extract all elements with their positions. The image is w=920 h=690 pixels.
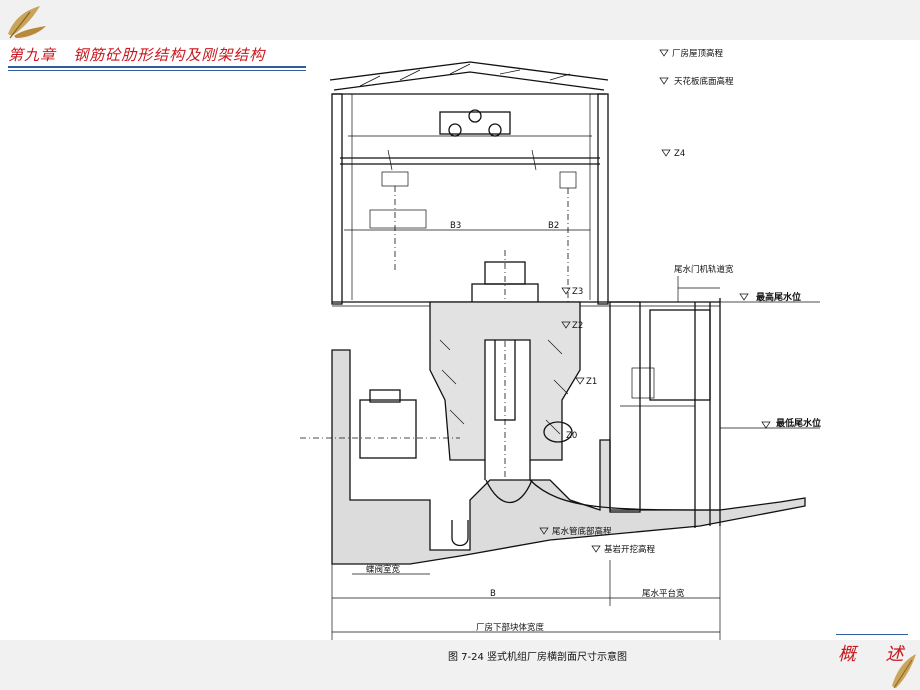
title-underline-thin [8,70,306,71]
hoist-equipment [369,171,577,302]
chapter-title: 第九章 钢筋砼肋形结构及刚架结构 [8,46,266,64]
roof-elevation-label: 厂房屋顶高程 [672,48,724,59]
bedrock-excavation-label: 基岩开挖高程 [604,544,656,555]
concrete-substructure [331,301,806,565]
bridge-crane [387,109,537,171]
leaf-ornament-icon [892,654,916,689]
z0-label: Z0 [566,431,577,441]
dimension-lines [331,229,721,640]
z3-label: Z3 [572,287,583,297]
max-tail-water-label: 最高尾水位 [756,291,801,303]
title-underline [8,66,306,68]
ceiling-elevation-label: 天花板底面高程 [674,76,734,87]
powerhouse-cross-section-diagram: 厂房屋顶高程 天花板底面高程 Z4 B3 B2 Z3 Z2 Z1 Z0 尾水门机… [300,48,821,663]
draft-tube-bottom-label: 尾水管底部高程 [552,526,612,537]
leaf-ornament-icon [8,6,46,39]
roof-truss [329,61,609,95]
elevation-markers [539,49,671,553]
valve-room-width-label: 蝶阀室宽 [366,564,401,575]
section-rule [836,634,908,635]
figure-caption: 图 7-24 竖式机组厂房横剖面尺寸示意图 [448,650,627,663]
superstructure-walls [331,93,609,305]
tail-platform-width-label: 尾水平台宽 [642,588,685,599]
section-label: 概 述 [838,644,910,665]
b3-label: B3 [450,221,461,231]
z1-label: Z1 [586,377,597,387]
butterfly-valve [300,389,469,547]
min-tail-water-label: 最低尾水位 [776,417,821,429]
top-band [0,0,920,40]
draft-tube-outlet [609,298,721,528]
b-label: B [490,589,496,599]
b2-label: B2 [548,221,559,231]
water-levels [720,293,820,429]
substructure-width-label: 厂房下部块体宽度 [476,622,545,633]
tail-gate-track-label: 尾水门机轨道宽 [674,264,734,275]
z4-label: Z4 [674,149,685,159]
bottom-band [0,640,920,690]
z2-label: Z2 [572,321,583,331]
